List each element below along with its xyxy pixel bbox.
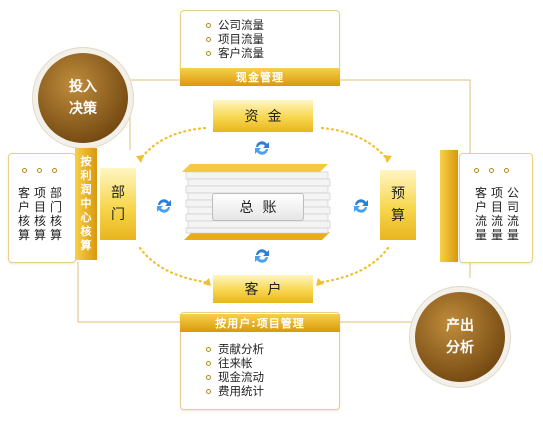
funds-block: 资 金 <box>213 100 313 132</box>
bottom-bullet-list: 贡献分析 往来帐 现金流动 费用统计 <box>206 342 264 398</box>
user-project-management-header: 按用户:项目管理 <box>180 314 340 332</box>
output-analysis-circle: 产出 分析 <box>415 292 505 382</box>
sync-icon <box>157 199 171 213</box>
bullet-icon <box>206 388 211 394</box>
sync-icon <box>354 199 368 213</box>
bullet-icon <box>474 168 479 173</box>
right-dots <box>474 168 509 173</box>
left-dots <box>22 168 57 173</box>
bullet-icon <box>206 22 211 28</box>
left-column-customer: 客户核算 <box>17 186 30 242</box>
bullet-icon <box>206 36 211 42</box>
budget-block: 预 算 <box>380 170 416 240</box>
output-analysis-label: 产出 分析 <box>446 318 474 356</box>
list-item: 费用统计 <box>206 384 264 398</box>
bullet-icon <box>206 360 211 366</box>
left-columns: 客户核算 项目核算 部门核算 <box>17 186 63 242</box>
bullet-icon <box>489 168 494 173</box>
cash-management-header: 现金管理 <box>180 68 340 86</box>
general-ledger-label-box: 总 账 <box>212 193 304 221</box>
bullet-icon <box>206 346 211 352</box>
left-column-department: 部门核算 <box>49 186 62 242</box>
general-ledger-label: 总 账 <box>239 200 277 216</box>
customer-block: 客 户 <box>213 275 313 303</box>
department-block: 部 门 <box>100 168 136 240</box>
right-column-project: 项目流量 <box>490 186 503 242</box>
bullet-icon <box>504 168 509 173</box>
left-column-project: 项目核算 <box>33 186 46 242</box>
right-gold-bar <box>440 150 458 262</box>
list-item: 贡献分析 <box>206 342 264 356</box>
right-column-company: 公司流量 <box>506 186 519 242</box>
bullet-icon <box>206 50 211 56</box>
right-column-customer: 客户流量 <box>474 186 487 242</box>
top-bullet-list: 公司流量 项目流量 客户流量 <box>206 18 264 60</box>
bullet-icon <box>37 168 42 173</box>
list-item: 项目流量 <box>206 32 264 46</box>
list-item: 客户流量 <box>206 46 264 60</box>
profit-center-label: 按利润中心核算 <box>80 155 92 252</box>
right-panel <box>459 153 533 263</box>
bullet-icon <box>52 168 57 173</box>
bullet-icon <box>206 374 211 380</box>
list-item: 往来帐 <box>206 356 264 370</box>
sync-icon <box>255 141 269 155</box>
list-item: 公司流量 <box>206 18 264 32</box>
right-columns: 客户流量 项目流量 公司流量 <box>474 186 520 242</box>
input-decision-circle: 投入 决策 <box>38 53 128 143</box>
profit-center-vertical-bar: 按利润中心核算 <box>75 148 97 260</box>
input-decision-label: 投入 决策 <box>69 79 97 117</box>
list-item: 现金流动 <box>206 370 264 384</box>
sync-icon <box>255 249 269 263</box>
bullet-icon <box>22 168 27 173</box>
